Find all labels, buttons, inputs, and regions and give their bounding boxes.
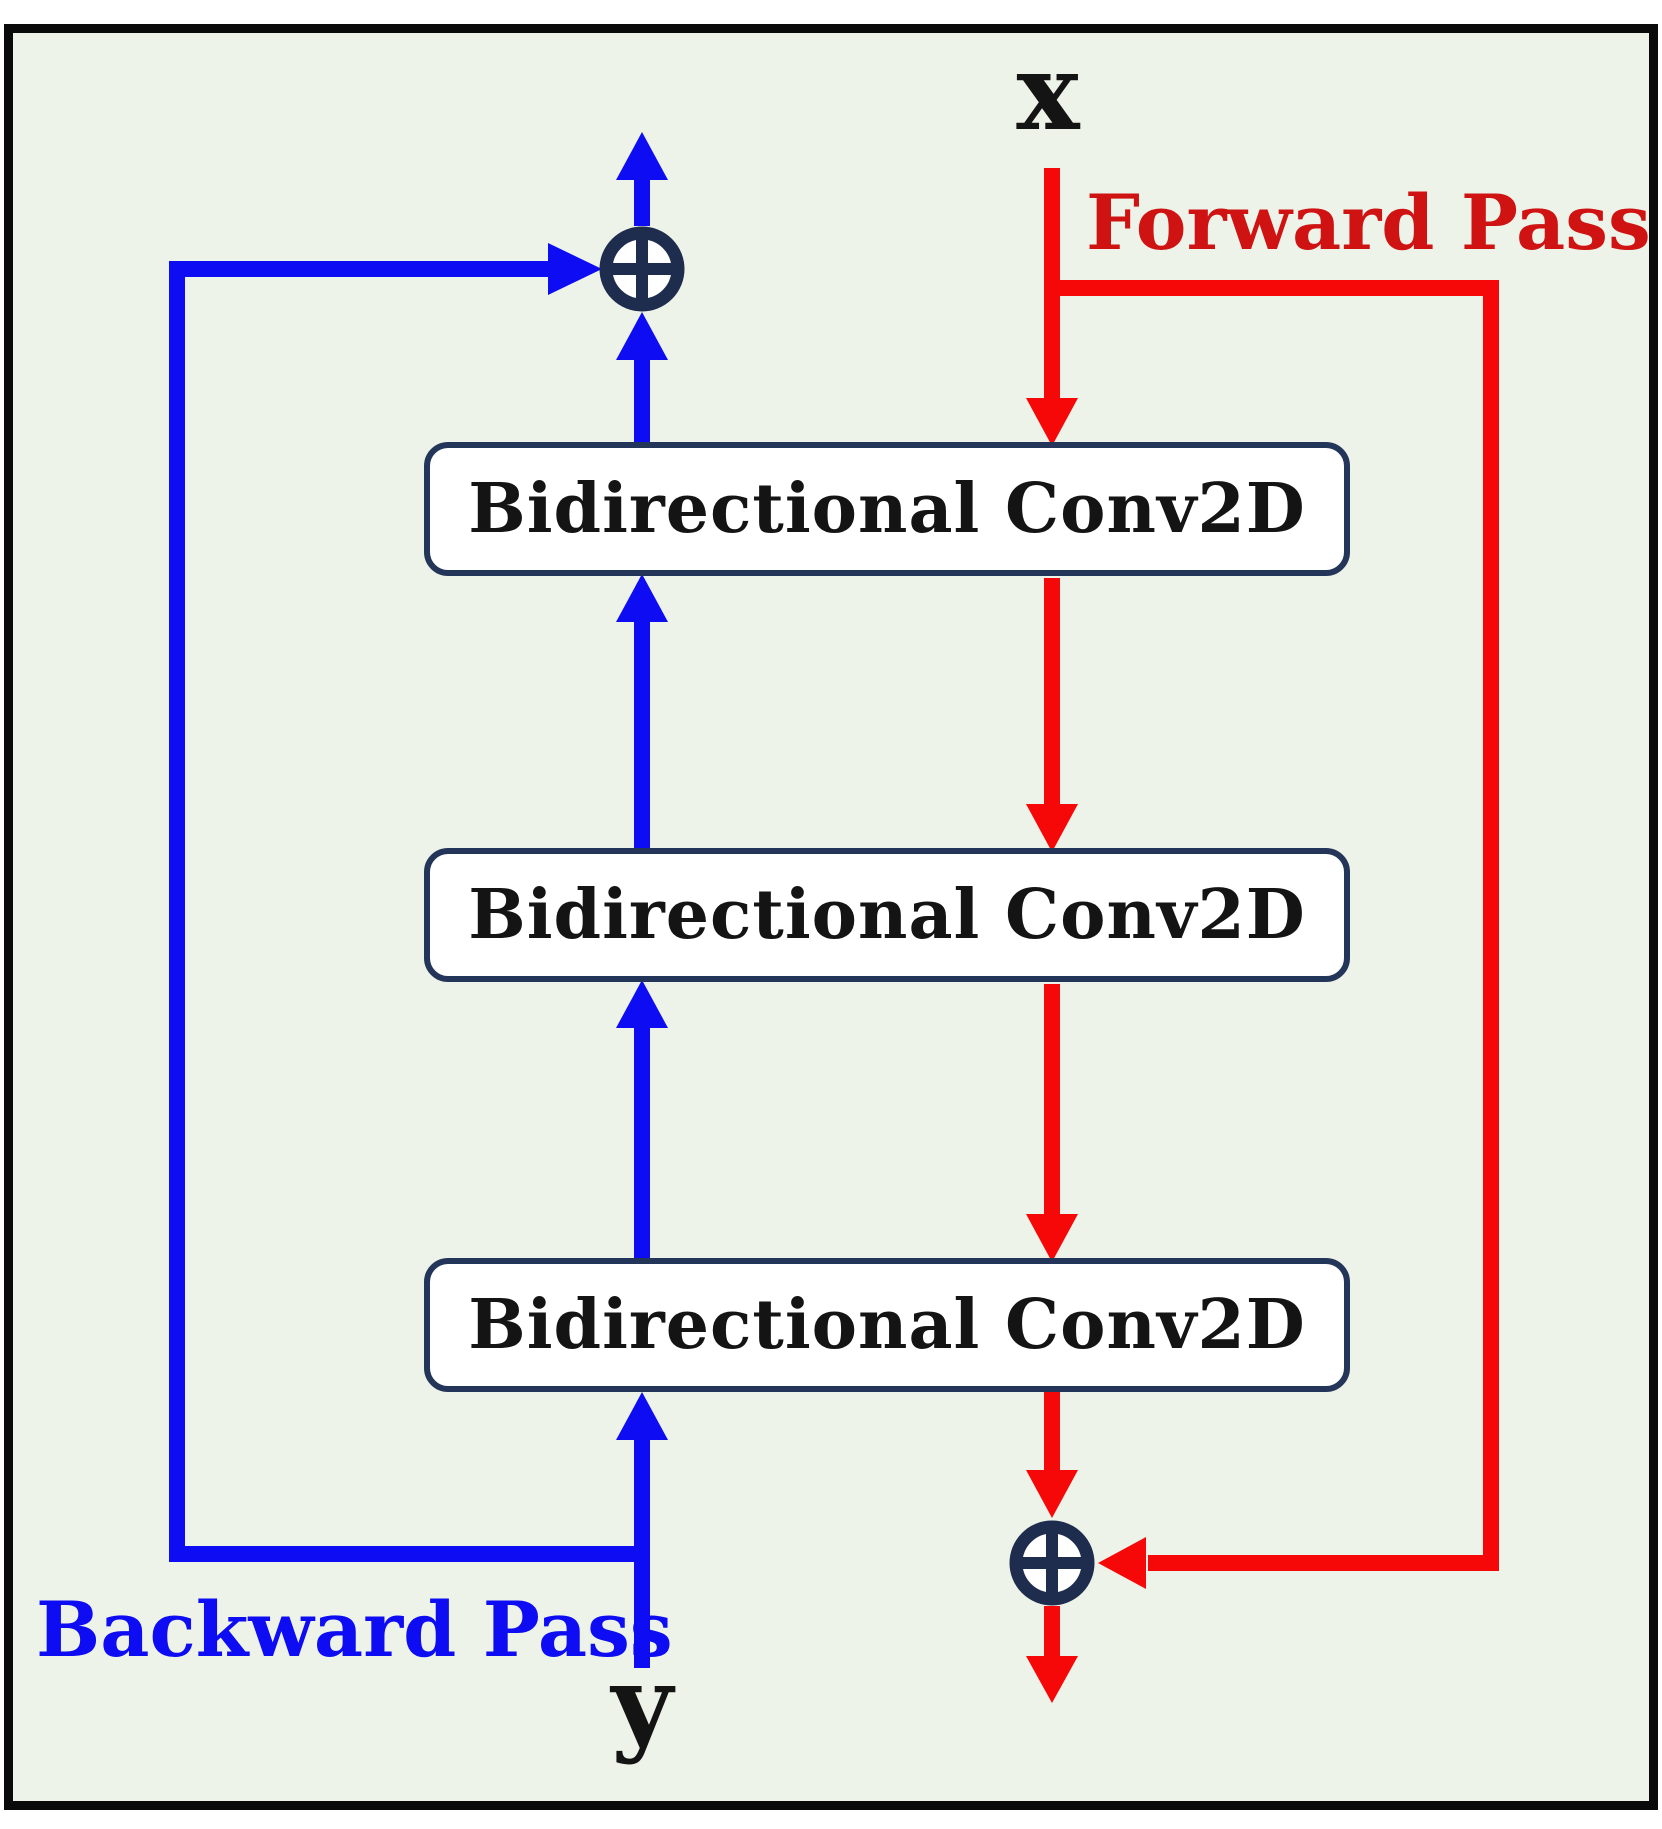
- block-bidirectional-conv2d-2: Bidirectional Conv2D: [424, 848, 1350, 982]
- block-bidirectional-conv2d-1: Bidirectional Conv2D: [424, 442, 1350, 576]
- backward-pass-arrowheads: [548, 132, 668, 1440]
- arrowhead-down-icon: [1026, 1470, 1078, 1518]
- arrowhead-left-icon: [1098, 1537, 1146, 1589]
- arrowhead-up-icon: [616, 312, 668, 360]
- arrowhead-up-icon: [616, 132, 668, 180]
- arrowhead-down-icon: [1026, 398, 1078, 446]
- arrowhead-right-icon: [548, 243, 602, 295]
- arrowhead-up-icon: [616, 1392, 668, 1440]
- block-bidirectional-conv2d-3: Bidirectional Conv2D: [424, 1258, 1350, 1392]
- forward-pass-arrowheads: [1026, 398, 1146, 1703]
- arrowhead-up-icon: [616, 980, 668, 1028]
- block-label: Bidirectional Conv2D: [468, 875, 1306, 955]
- arrowhead-down-icon: [1026, 1656, 1078, 1703]
- block-label: Bidirectional Conv2D: [468, 1285, 1306, 1365]
- backward-pass-label: Backward Pass: [36, 1585, 673, 1674]
- output-label: y: [611, 1641, 673, 1766]
- arrowhead-down-icon: [1026, 804, 1078, 852]
- sum-top-icon: [599, 226, 685, 312]
- forward-pass-label: Forward Pass: [1086, 178, 1651, 267]
- forward-pass-lines: [1044, 168, 1499, 1658]
- forward-skip-line: [1052, 280, 1499, 1571]
- backward-pass-lines: [169, 178, 650, 1668]
- backward-skip-line: [169, 261, 642, 1562]
- arrowhead-down-icon: [1026, 1214, 1078, 1262]
- block-label: Bidirectional Conv2D: [468, 469, 1306, 549]
- arrowhead-up-icon: [616, 574, 668, 622]
- sum-bottom-icon: [1009, 1520, 1095, 1606]
- input-label: x: [1016, 29, 1080, 154]
